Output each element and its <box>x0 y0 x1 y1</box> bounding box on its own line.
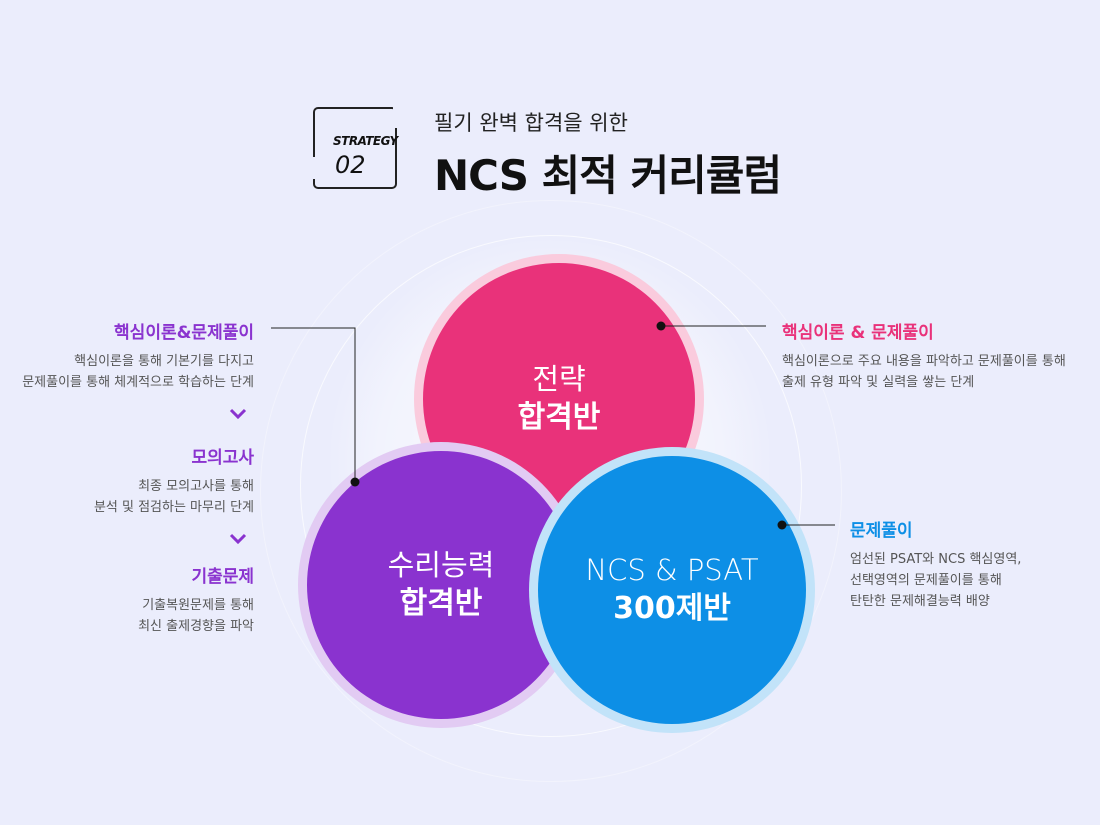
info-desc: 핵심이론으로 주요 내용을 파악하고 문제풀이를 통해 <box>782 354 1066 369</box>
badge-number: 02 <box>335 151 366 179</box>
step-title: 기출문제 <box>191 567 254 587</box>
info-title: 핵심이론 & 문제풀이 <box>782 323 934 343</box>
connector-dot-left <box>350 477 360 487</box>
step-desc: 문제풀이를 통해 체계적으로 학습하는 단계 <box>22 375 254 390</box>
step-desc: 최종 모의고사를 통해 <box>138 479 254 494</box>
page-subtitle: 필기 완벽 합격을 위한 <box>434 111 628 135</box>
right-top-info: 핵심이론 & 문제풀이 핵심이론으로 주요 내용을 파악하고 문제풀이를 통해 … <box>782 318 1066 393</box>
left-step: 기출문제 기출복원문제를 통해 최신 출제경향을 파악 <box>138 562 254 637</box>
step-desc: 최신 출제경향을 파악 <box>138 619 254 634</box>
circle-line2: 합격반 <box>399 586 483 621</box>
circle-line2: 합격반 <box>517 400 601 435</box>
background-ring <box>260 200 842 782</box>
left-step: 핵심이론&문제풀이 핵심이론을 통해 기본기를 다지고 문제풀이를 통해 체계적… <box>22 318 254 393</box>
page-title: NCS 최적 커리큘럼 <box>434 151 782 200</box>
info-desc: 출제 유형 파악 및 실력을 쌓는 단계 <box>782 375 975 390</box>
badge-label: STRATEGY <box>333 134 398 148</box>
info-desc: 엄선된 PSAT와 NCS 핵심영역, <box>850 552 1022 567</box>
info-desc: 선택영역의 문제풀이를 통해 <box>850 573 1002 588</box>
connector-dot-right-top <box>656 321 666 331</box>
chevron-down-icon <box>229 533 247 545</box>
circle-line1: 수리능력 <box>387 548 495 582</box>
circle-line2: 300제반 <box>613 591 731 626</box>
strategy-badge: STRATEGY 02 <box>312 106 399 189</box>
right-bottom-info: 문제풀이 엄선된 PSAT와 NCS 핵심영역, 선택영역의 문제풀이를 통해 … <box>850 516 1021 612</box>
circle-line1: NCS & PSAT <box>585 553 759 587</box>
connector-dot-right-bottom <box>777 520 787 530</box>
step-desc: 분석 및 점검하는 마무리 단계 <box>93 500 254 515</box>
info-desc: 탄탄한 문제해결능력 배양 <box>850 594 990 609</box>
connector-left <box>271 327 356 482</box>
left-step: 모의고사 최종 모의고사를 통해 분석 및 점검하는 마무리 단계 <box>94 443 254 518</box>
circle-line1: 전략 <box>532 362 586 396</box>
chevron-down-icon <box>229 408 247 420</box>
step-title: 핵심이론&문제풀이 <box>114 323 254 343</box>
step-title: 모의고사 <box>191 448 254 468</box>
step-desc: 핵심이론을 통해 기본기를 다지고 <box>74 354 254 369</box>
info-title: 문제풀이 <box>850 521 913 541</box>
ncs-psat-circle: NCS & PSAT 300제반 <box>529 447 815 733</box>
step-desc: 기출복원문제를 통해 <box>142 598 254 613</box>
